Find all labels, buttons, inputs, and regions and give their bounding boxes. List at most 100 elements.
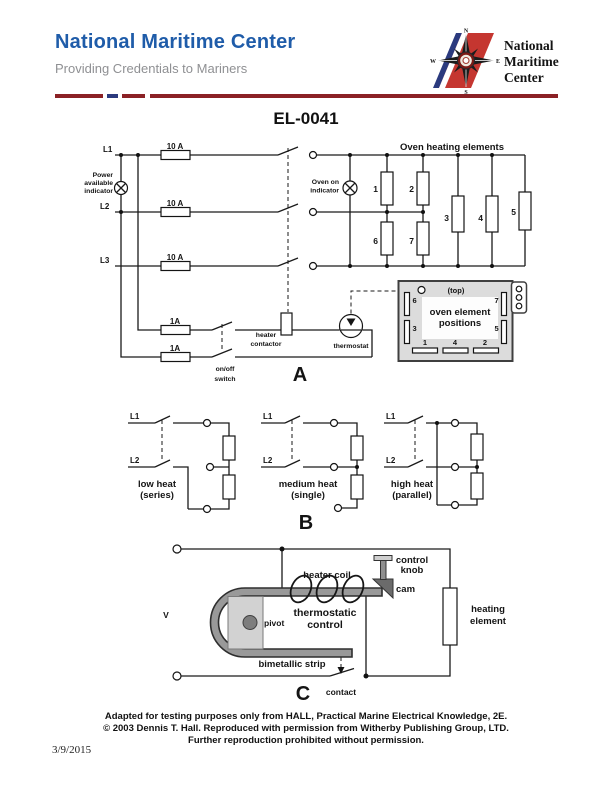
page-title: EL-0041 xyxy=(273,109,339,128)
fuse-l2 xyxy=(160,206,191,218)
heating-element-label-1: heating xyxy=(471,604,505,615)
power-indicator-label-2: available xyxy=(84,180,113,187)
heating-element-label-2: element xyxy=(470,616,507,627)
fuse-l3 xyxy=(160,260,191,272)
oven-on-label-1: Oven on xyxy=(312,179,339,186)
medium-heat-caption-1: medium heat xyxy=(279,479,338,490)
fuse-l1-label: 10 A xyxy=(167,142,184,151)
thermostatic-label-2: control xyxy=(307,619,343,631)
fuse-l1 xyxy=(160,149,191,161)
fuse-control-1-label: 1A xyxy=(170,317,180,326)
compass-e-label: E xyxy=(496,59,500,65)
element-5-resistor xyxy=(518,191,532,231)
footer-line-3: Further reproduction prohibited without … xyxy=(188,735,424,746)
pivot-circle xyxy=(242,615,258,630)
logo-word-1: National xyxy=(504,38,554,53)
b1-l1-label: L1 xyxy=(130,412,140,421)
diagram-a: L1 L2 L3 10 A 10 A 10 A 1A 1A Power avai… xyxy=(84,142,532,386)
oven-box-pos-7: 7 xyxy=(495,296,499,305)
footer-line-2: © 2003 Dennis T. Hall. Reproduced with p… xyxy=(103,723,509,734)
supply-terminal-bottom xyxy=(172,671,182,681)
compass-rose-icon: N S W E xyxy=(430,29,500,96)
thermostat-label: thermostat xyxy=(333,343,369,350)
b1-l2-label: L2 xyxy=(130,456,140,465)
contactor-label-2: contactor xyxy=(251,341,282,348)
onoff-switch-label-2: switch xyxy=(214,376,235,383)
oven-box-title-2: positions xyxy=(439,318,481,329)
oven-on-label-2: indicator xyxy=(310,188,339,195)
logo-wordmark: National Maritime Center xyxy=(504,38,559,85)
single-resistor-2 xyxy=(350,474,364,500)
series-resistor-2 xyxy=(222,474,236,500)
low-heat-caption-2: (series) xyxy=(140,490,174,501)
oven-positions-box: (top) oven element positions 6 7 3 5 1 4… xyxy=(397,280,528,362)
diagram-b-terminals xyxy=(202,418,460,514)
logo-word-3: Center xyxy=(504,70,544,85)
thermostat-symbol xyxy=(338,313,364,339)
fuse-l3-label: 10 A xyxy=(167,253,184,262)
supply-terminal-top xyxy=(172,544,182,554)
oven-box-title-1: oven element xyxy=(430,307,492,318)
fuse-control-2-label: 1A xyxy=(170,344,180,353)
bimetallic-strip-shape xyxy=(209,587,383,658)
element-6-label: 6 xyxy=(373,236,378,246)
element-2-label: 2 xyxy=(409,184,414,194)
power-available-lamp-icon xyxy=(113,180,129,196)
cam-label: cam xyxy=(396,584,415,595)
thermostatic-label-1: thermostatic xyxy=(293,607,356,619)
phase-l2-label: L2 xyxy=(100,202,110,211)
high-heat-caption-1: high heat xyxy=(391,479,434,490)
junction-dots xyxy=(119,153,494,268)
oven-box-pos-6: 6 xyxy=(413,296,417,305)
element-2-resistor xyxy=(416,171,430,206)
heater-coil-icon xyxy=(289,574,365,604)
org-subtitle: Providing Credentials to Mariners xyxy=(55,61,248,76)
contact-terminal-l1 xyxy=(308,150,318,160)
element-6-resistor xyxy=(380,221,394,256)
heater-contactor-coil xyxy=(280,312,293,336)
element-1-label: 1 xyxy=(373,184,378,194)
sensor-terminal xyxy=(417,285,426,295)
footer-line-1: Adapted for testing purposes only from H… xyxy=(104,711,508,722)
diagram-c: V heater coil control knob cam thermosta… xyxy=(163,544,507,705)
element-4-resistor xyxy=(485,195,499,233)
oven-box-pos-2: 2 xyxy=(483,338,487,347)
heating-element-resistor xyxy=(442,587,458,646)
power-indicator-label-1: Power xyxy=(93,172,114,179)
org-title: National Maritime Center xyxy=(55,31,296,53)
section-c-label: C xyxy=(296,683,310,705)
element-3-resistor xyxy=(451,195,465,233)
heater-coil-label: heater coil xyxy=(303,570,351,581)
oven-box-pos-5: 5 xyxy=(495,324,499,333)
diagram-b-junctions xyxy=(355,421,479,469)
voltage-label: V xyxy=(163,610,169,620)
bimetallic-strip-label: bimetallic strip xyxy=(258,659,325,670)
oven-box-pos-4: 4 xyxy=(453,338,458,347)
copyright-footer: Adapted for testing purposes only from H… xyxy=(0,711,612,747)
element-3-label: 3 xyxy=(444,213,449,223)
mechanical-links-dashed xyxy=(221,148,417,352)
section-b-label: B xyxy=(299,512,313,534)
phase-l3-label: L3 xyxy=(100,256,110,265)
oven-box-pos-3: 3 xyxy=(413,324,417,333)
power-indicator-label-3: indicator xyxy=(84,188,113,195)
element-7-resistor xyxy=(416,221,430,256)
contactor-label-1: heater xyxy=(256,332,277,339)
compass-n-label: N xyxy=(464,29,469,35)
element-1-resistor xyxy=(380,171,394,206)
contact-terminal-l3 xyxy=(308,261,318,271)
section-a-label: A xyxy=(293,364,307,386)
diagram-b: L1 L2 L1 L2 L1 L2 low heat (series) medi… xyxy=(128,412,484,534)
contact-label: contact xyxy=(326,687,356,697)
compass-s-label: S xyxy=(464,90,468,95)
b3-l1-label: L1 xyxy=(386,412,396,421)
b2-l1-label: L1 xyxy=(263,412,273,421)
header-rule xyxy=(55,94,558,98)
diagram-a-wiring xyxy=(115,154,526,358)
element-5-label: 5 xyxy=(511,207,516,217)
print-date: 3/9/2015 xyxy=(52,744,92,756)
low-heat-caption-1: low heat xyxy=(138,479,177,490)
onoff-switch-label-1: on/off xyxy=(216,366,236,373)
logo-word-2: Maritime xyxy=(504,54,559,69)
